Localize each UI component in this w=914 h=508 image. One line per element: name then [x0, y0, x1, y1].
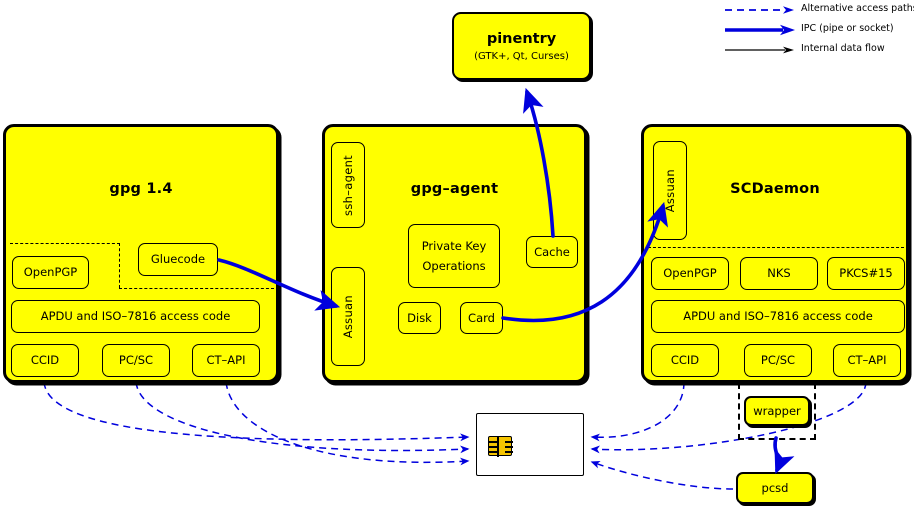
- gluecode-box[interactable]: Gluecode: [138, 243, 218, 276]
- gpg-dashed-bottom: [119, 288, 274, 289]
- pcsd-box[interactable]: pcsd: [736, 472, 814, 504]
- pinentry-box[interactable]: pinentry (GTK+, Qt, Curses): [452, 12, 591, 80]
- ssh-agent-label: ssh–agent: [341, 154, 355, 216]
- card-label: Card: [468, 310, 495, 325]
- cache-label: Cache: [534, 244, 570, 259]
- legend-label-internal-flow: Internal data flow: [801, 43, 885, 54]
- scdaemon-apdu-box[interactable]: APDU and ISO–7816 access code: [651, 300, 905, 333]
- gpg-driver-pcsc-label: PC/SC: [118, 353, 154, 368]
- gpg-driver-ctapi[interactable]: CT–API: [192, 344, 260, 377]
- gpg-driver-ccid[interactable]: CCID: [11, 344, 79, 377]
- legend-label-alt-paths: Alternative access paths: [801, 3, 914, 14]
- scdaemon-app-openpgp-label: OpenPGP: [663, 266, 717, 281]
- smartcard-chip-icon: [488, 436, 513, 457]
- thick-blue-arrow-icon: [725, 24, 795, 36]
- gpg-apdu-label: APDU and ISO–7816 access code: [40, 309, 231, 324]
- scdaemon-title: SCDaemon: [730, 181, 820, 197]
- scdaemon-driver-ccid[interactable]: CCID: [651, 344, 719, 377]
- gpg-apdu-box[interactable]: APDU and ISO–7816 access code: [11, 300, 260, 333]
- thin-black-arrow-icon: [725, 46, 794, 54]
- gpg-dashed-vertical: [119, 243, 120, 288]
- private-key-ops-line1: Private Key: [421, 238, 487, 253]
- pcsd-label: pcsd: [761, 480, 789, 495]
- gpg-driver-ctapi-label: CT–API: [206, 353, 246, 368]
- gpg-openpgp-box[interactable]: OpenPGP: [12, 256, 89, 289]
- scdaemon-dashed-separator: [648, 247, 904, 248]
- gpg-agent-title: gpg–agent: [410, 181, 499, 197]
- gpg-driver-pcsc[interactable]: PC/SC: [102, 344, 170, 377]
- alt-path-gpg-to-card: [43, 381, 470, 466]
- smartcard[interactable]: [476, 413, 584, 476]
- legend-row-ipc: IPC (pipe or socket): [723, 22, 913, 40]
- disk-label: Disk: [407, 310, 432, 325]
- gpg-openpgp-label: OpenPGP: [23, 265, 78, 280]
- gluecode-label: Gluecode: [150, 252, 206, 267]
- legend: Alternative access paths IPC (pipe or so…: [723, 2, 914, 60]
- scdaemon-app-openpgp[interactable]: OpenPGP: [651, 257, 729, 290]
- scdaemon-app-nks[interactable]: NKS: [740, 257, 818, 290]
- gpg-title: gpg 1.4: [109, 181, 173, 197]
- scdaemon-app-pkcs15-label: PKCS#15: [839, 266, 893, 281]
- disk-box[interactable]: Disk: [398, 302, 441, 334]
- wrapper-box[interactable]: wrapper: [744, 396, 810, 426]
- scdaemon-apdu-label: APDU and ISO–7816 access code: [683, 309, 873, 324]
- cache-box[interactable]: Cache: [526, 236, 578, 268]
- scdaemon-driver-ctapi[interactable]: CT–API: [833, 344, 901, 377]
- alt-path-scdaemon-to-card: [590, 381, 867, 490]
- scdaemon-driver-ctapi-label: CT–API: [847, 353, 887, 368]
- scdaemon-assuan-box[interactable]: Assuan: [653, 141, 687, 240]
- scdaemon-driver-ccid-label: CCID: [670, 353, 700, 368]
- scdaemon-driver-pcsc-label: PC/SC: [760, 353, 796, 368]
- legend-row-internal-flow: Internal data flow: [723, 42, 913, 60]
- gpg-dashed-top: [10, 243, 120, 244]
- legend-row-alt-paths: Alternative access paths: [723, 2, 914, 20]
- pinentry-title: pinentry: [486, 30, 557, 47]
- private-key-ops-line2: Operations: [422, 259, 486, 273]
- wrapper-label: wrapper: [753, 403, 801, 418]
- scdaemon-driver-pcsc[interactable]: PC/SC: [744, 344, 812, 377]
- scdaemon-app-pkcs15[interactable]: PKCS#15: [827, 257, 905, 290]
- ssh-agent-box[interactable]: ssh–agent: [331, 142, 365, 228]
- card-box[interactable]: Card: [460, 302, 503, 334]
- legend-label-ipc: IPC (pipe or socket): [801, 23, 894, 34]
- private-key-operations-box[interactable]: Private Key Operations: [408, 224, 500, 288]
- scdaemon-app-nks-label: NKS: [767, 266, 791, 281]
- gpg-driver-ccid-label: CCID: [30, 353, 60, 368]
- gpg-agent-assuan-label: Assuan: [341, 294, 355, 339]
- pinentry-subtitle: (GTK+, Qt, Curses): [474, 50, 569, 62]
- gpg-agent-assuan-box[interactable]: Assuan: [331, 267, 365, 366]
- dashed-blue-arrow-icon: [725, 6, 794, 14]
- scdaemon-assuan-label: Assuan: [663, 168, 677, 213]
